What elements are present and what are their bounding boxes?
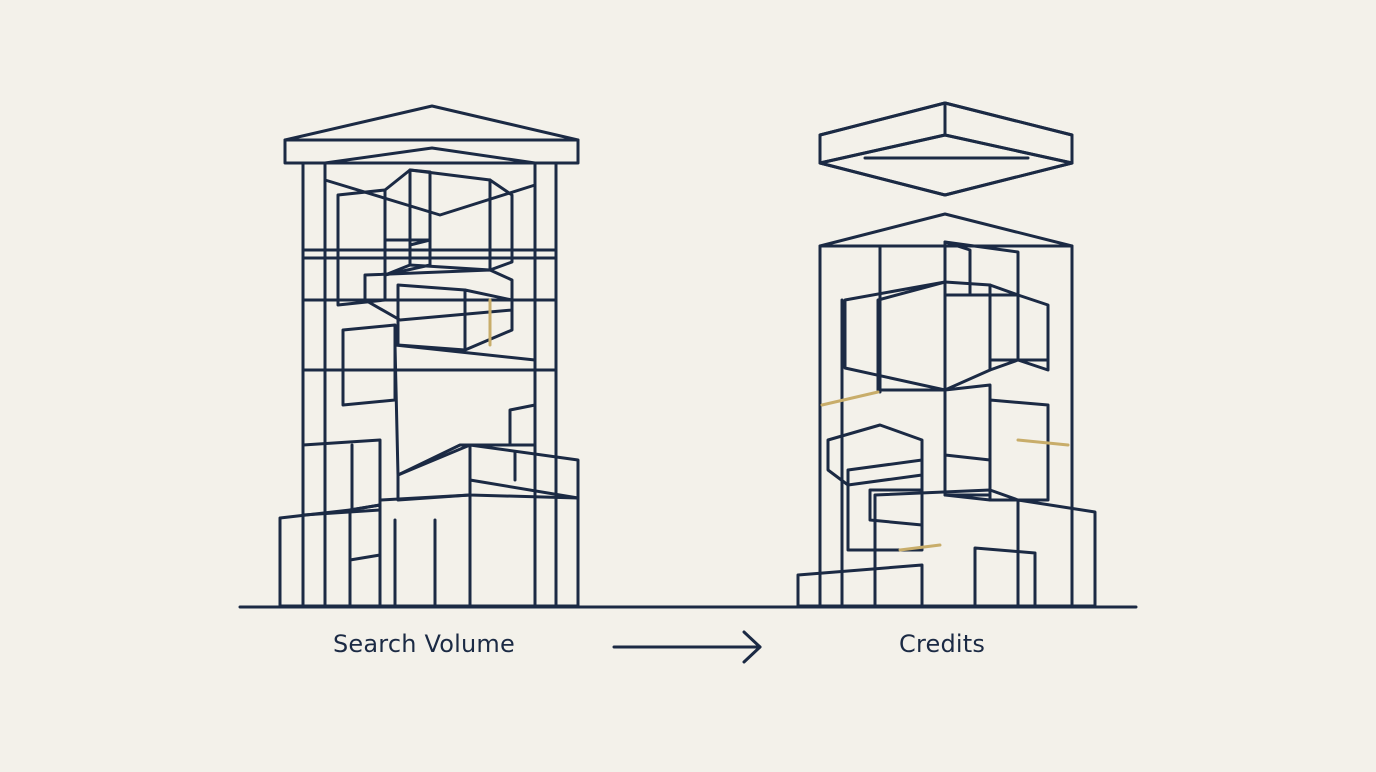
search-volume-label: Search Volume xyxy=(333,630,515,658)
left-tower-icon xyxy=(278,104,580,608)
right-tower-icon xyxy=(796,101,1097,608)
arrow-right-icon xyxy=(612,630,762,664)
credits-label: Credits xyxy=(899,630,986,658)
